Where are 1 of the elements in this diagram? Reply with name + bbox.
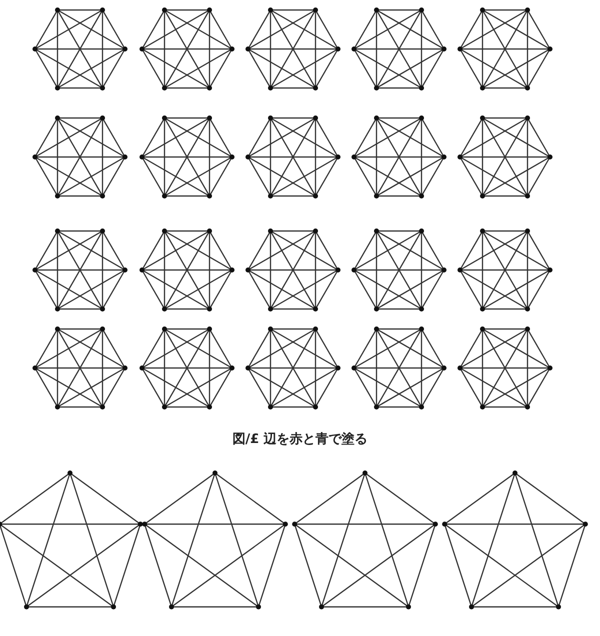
figure-caption: 図/£ 辺を赤と青で塗る [231, 431, 369, 448]
